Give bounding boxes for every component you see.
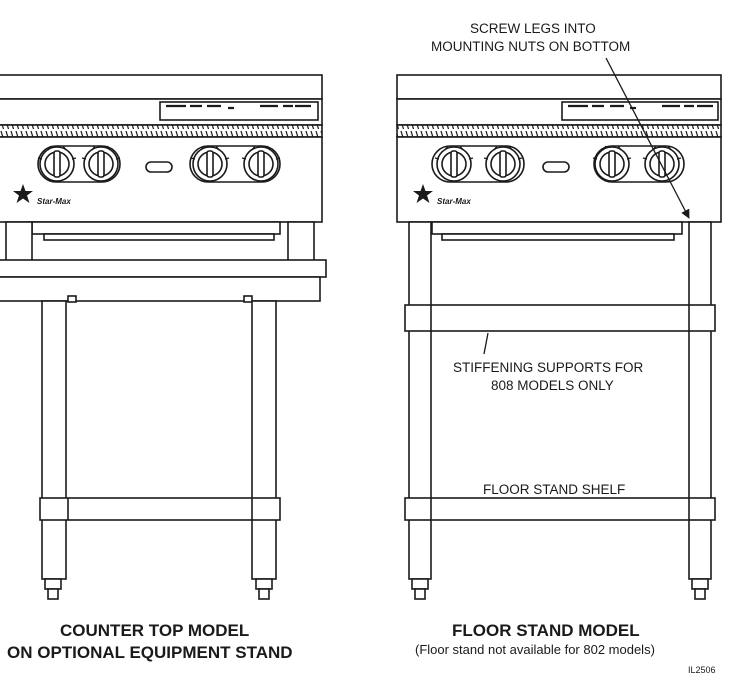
equipment-stand — [0, 221, 327, 600]
screw-legs-leader — [605, 57, 690, 219]
indicator-slot — [145, 161, 173, 173]
display-panel — [159, 101, 319, 121]
left-caption-1: COUNTER TOP MODEL — [60, 621, 250, 640]
left-caption-2: ON OPTIONAL EQUIPMENT STAND — [7, 643, 293, 662]
svg-text:Star-Max: Star-Max — [437, 197, 471, 206]
stiffening-label-2: 808 MODELS ONLY — [491, 378, 614, 393]
vent-louvers-right — [396, 124, 722, 138]
unit-top — [0, 74, 323, 100]
floor-leg-left — [408, 221, 432, 580]
stand-leg-right — [251, 300, 277, 580]
stiffening-support — [404, 304, 716, 332]
floor-shelf-label: FLOOR STAND SHELF — [483, 482, 626, 497]
floor-leg-right — [688, 221, 712, 580]
unit-top-right — [396, 74, 722, 100]
counter-top-unit — [0, 74, 323, 241]
svg-text:Star-Max: Star-Max — [37, 197, 71, 206]
star-logo: Star-Max — [13, 184, 71, 206]
stand-leg-left — [41, 300, 67, 580]
stiffening-leader — [483, 332, 489, 355]
star-logo-right: Star-Max — [413, 184, 471, 206]
figure-id: IL2506 — [688, 665, 716, 675]
stiffening-label-1: STIFFENING SUPPORTS FOR — [453, 360, 644, 375]
vent-louvers — [0, 124, 323, 138]
stand-shelf — [39, 497, 281, 521]
stand-top — [0, 259, 327, 278]
right-caption-1: FLOOR STAND MODEL — [452, 621, 640, 640]
indicator-slot-right — [542, 161, 570, 173]
screw-legs-label-1: SCREW LEGS INTO — [470, 21, 596, 36]
display-panel-right — [561, 101, 719, 121]
floor-stand-shelf — [404, 497, 716, 521]
right-caption-2: (Floor stand not available for 802 model… — [415, 642, 655, 657]
floor-stand-unit — [396, 74, 722, 600]
screw-legs-label-2: MOUNTING NUTS ON BOTTOM — [431, 39, 631, 54]
